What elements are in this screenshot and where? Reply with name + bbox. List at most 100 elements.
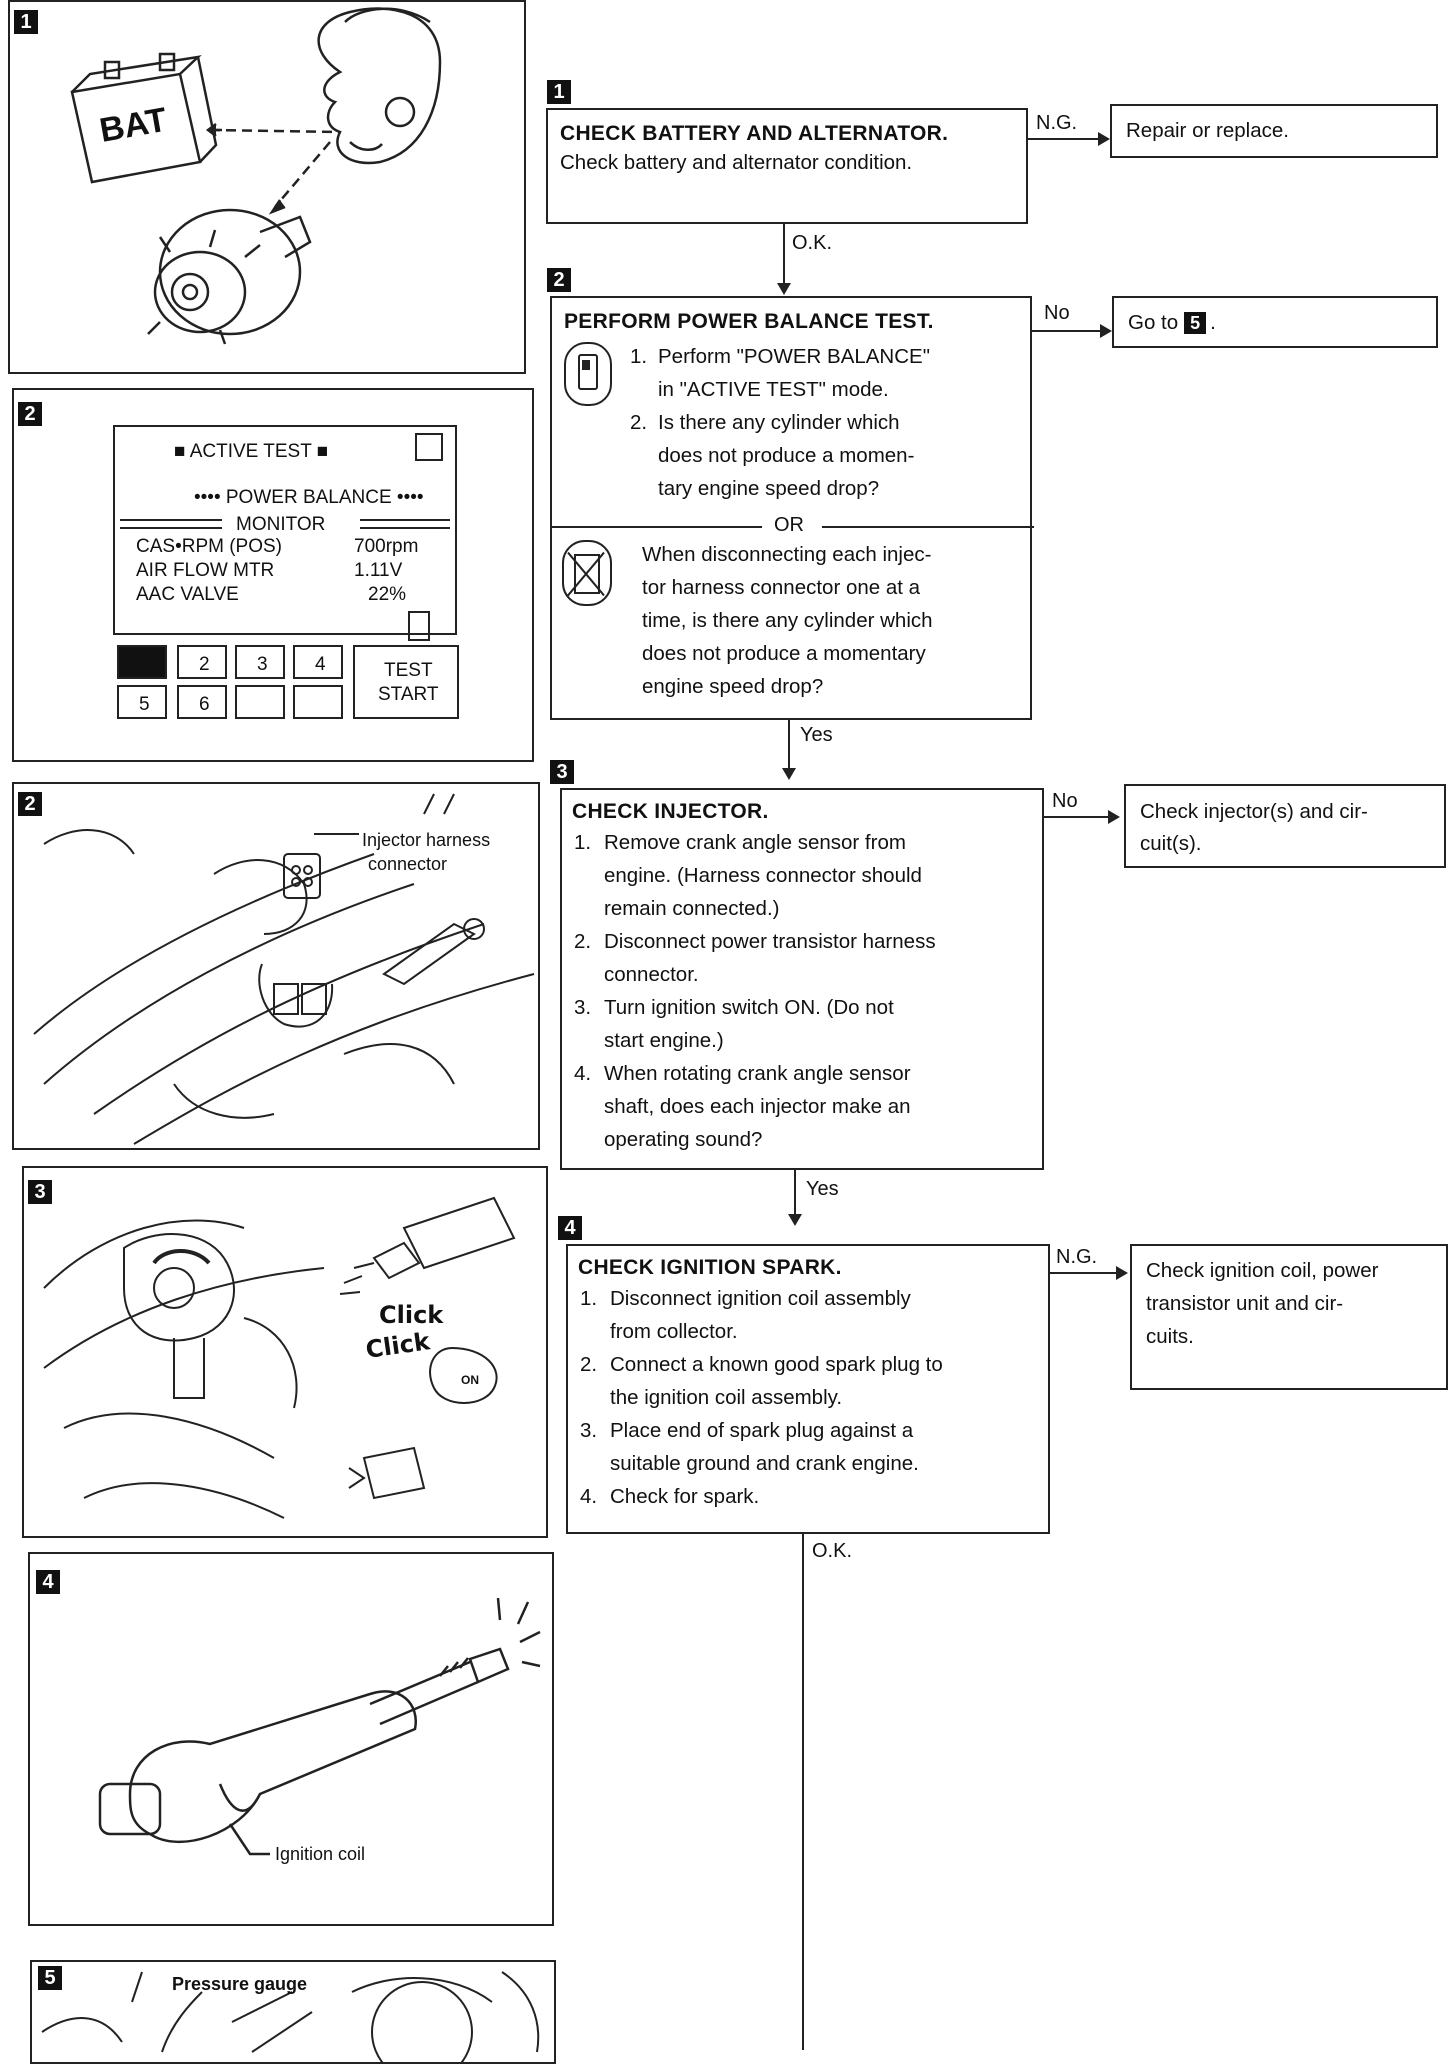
row-value-aac: 22% xyxy=(368,584,406,605)
step4-badge: 4 xyxy=(558,1216,582,1240)
step1-fail-line xyxy=(1028,138,1106,140)
screen-monitor: MONITOR xyxy=(236,514,325,535)
battery-label: BAT xyxy=(97,101,170,150)
ignition-coil-illustration: Ignition coil xyxy=(98,1597,541,1864)
figure-badge: 1 xyxy=(14,10,38,34)
step2-item: 2. Is there any cylinder which does not … xyxy=(630,411,915,500)
figure-badge: 2 xyxy=(18,402,42,426)
step2-title: PERFORM POWER BALANCE TEST. xyxy=(564,310,934,333)
row-name-cas: CAS•RPM (POS) xyxy=(136,536,282,557)
test-button-2: 2 xyxy=(199,654,210,675)
go-to-text: Go to xyxy=(1128,311,1179,334)
step3-pass-arrow xyxy=(788,1214,802,1226)
step3-item: 2. Disconnect power transistor harness c… xyxy=(574,930,936,986)
step1-title: CHECK BATTERY AND ALTERNATOR. xyxy=(560,122,949,145)
step3-item: 4. When rotating crank angle sensor shaf… xyxy=(574,1062,911,1151)
step4-fail-line xyxy=(1050,1272,1122,1274)
figure-badge: 5 xyxy=(38,1966,62,1990)
step2-alt-line: does not produce a momentary xyxy=(642,642,926,665)
figure-badge: 2 xyxy=(18,792,42,816)
row-name-afm: AIR FLOW MTR xyxy=(136,560,274,581)
test-start-line1: TEST xyxy=(384,660,433,681)
step3-box: CHECK INJECTOR. 1. Remove crank angle se… xyxy=(560,788,1044,1170)
step2-pass-arrow xyxy=(782,768,796,780)
step2-alt-line: engine speed drop? xyxy=(642,675,824,698)
step1-pass-arrow xyxy=(777,283,791,295)
step2-fail-box: Go to 5 . xyxy=(1112,296,1438,348)
row-value-cas: 700rpm xyxy=(354,536,418,557)
step4-fail-box: Check ignition coil, power transistor un… xyxy=(1130,1244,1448,1390)
screen-title: ■ ACTIVE TEST ■ xyxy=(174,441,328,462)
go-to-suffix: . xyxy=(1210,311,1216,334)
consult-icon xyxy=(564,342,612,406)
test-button-5: 5 xyxy=(139,694,150,715)
step1-fail-label: N.G. xyxy=(1036,112,1078,134)
step2-alt-line: time, is there any cylinder which xyxy=(642,609,933,632)
injector-harness-label-1: Injector harness xyxy=(362,830,490,850)
no-tools-icon xyxy=(562,540,612,606)
step2-item: 1. Perform "POWER BALANCE" in "ACTIVE TE… xyxy=(630,345,930,401)
figure-injector-click: 3 Click Click ON xyxy=(22,1166,548,1538)
step2-fail-label: No xyxy=(1044,302,1070,324)
crank-angle-sensor-illustration: Click Click ON xyxy=(43,1196,516,1519)
step1-fail-box: Repair or replace. xyxy=(1110,104,1438,158)
figure-badge: 3 xyxy=(28,1180,52,1204)
test-button-4: 4 xyxy=(315,654,326,675)
step2-pass-line xyxy=(788,720,790,772)
row-name-aac: AAC VALVE xyxy=(136,584,239,605)
step4-fail-action-line: cuits. xyxy=(1146,1325,1194,1348)
figure-pressure-gauge: 5 Pressure gauge xyxy=(30,1960,556,2064)
step2-alt-line: tor harness connector one at a xyxy=(642,576,921,599)
figure-battery-alternator: 1 BAT xyxy=(8,0,526,374)
ignition-coil-label: Ignition coil xyxy=(275,1844,365,1864)
step3-fail-action-line: cuit(s). xyxy=(1140,832,1202,855)
figure-badge: 4 xyxy=(36,1570,60,1594)
step4-item: 4. Check for spark. xyxy=(580,1485,760,1508)
step4-pass-label: O.K. xyxy=(812,1540,853,1562)
step4-fail-arrow xyxy=(1116,1266,1128,1280)
step2-alt-line: When disconnecting each injec- xyxy=(642,543,932,566)
step4-pass-line xyxy=(802,1534,804,2050)
step4-item: 3. Place end of spark plug against a sui… xyxy=(580,1419,919,1475)
go-to-badge[interactable]: 5 xyxy=(1184,312,1207,334)
pressure-gauge-illustration: Pressure gauge xyxy=(41,1971,540,2062)
step3-fail-box: Check injector(s) and cir- cuit(s). xyxy=(1124,784,1446,868)
click-text-1: Click xyxy=(379,1301,444,1329)
step3-fail-label: No xyxy=(1052,790,1078,812)
test-button-3: 3 xyxy=(257,654,268,675)
step4-fail-label: N.G. xyxy=(1056,1246,1098,1268)
figure-injector-harness: 2 Injector harness connector xyxy=(12,782,540,1150)
step2-box: PERFORM POWER BALANCE TEST. 1. Perform "… xyxy=(550,296,1034,720)
click-text-2: Click xyxy=(364,1327,433,1364)
test-start-line2: START xyxy=(378,684,439,705)
step2-fail-arrow xyxy=(1100,324,1112,338)
key-on-label: ON xyxy=(461,1373,479,1387)
step1-text: Check battery and alternator condition. xyxy=(560,151,913,174)
step1-fail-action: Repair or replace. xyxy=(1126,119,1289,142)
step2-badge: 2 xyxy=(547,268,571,292)
engine-illustration: Injector harness connector xyxy=(33,793,535,1145)
step3-pass-line xyxy=(794,1170,796,1218)
battery-alternator-illustration: BAT xyxy=(70,7,442,345)
or-divider-right xyxy=(822,526,1034,528)
consult-screen: ■ ACTIVE TEST ■ •••• POWER BALANCE •••• … xyxy=(113,425,459,719)
step3-fail-arrow xyxy=(1108,810,1120,824)
step3-badge: 3 xyxy=(550,760,574,784)
step4-fail-action-line: transistor unit and cir- xyxy=(1146,1292,1344,1315)
step1-badge: 1 xyxy=(547,80,571,104)
screen-subtitle: •••• POWER BALANCE •••• xyxy=(194,487,424,508)
step4-fail-action-line: Check ignition coil, power xyxy=(1146,1259,1379,1282)
or-label: OR xyxy=(774,514,804,536)
step4-item: 1. Disconnect ignition coil assembly fro… xyxy=(580,1287,911,1343)
step1-fail-arrow xyxy=(1098,132,1110,146)
step3-fail-action-line: Check injector(s) and cir- xyxy=(1140,800,1368,823)
or-divider-left xyxy=(552,526,762,528)
step1-pass-label: O.K. xyxy=(792,232,833,254)
step3-fail-line xyxy=(1044,816,1114,818)
step3-item: 3. Turn ignition switch ON. (Do not star… xyxy=(574,996,894,1052)
step2-pass-label: Yes xyxy=(800,724,833,746)
step3-pass-label: Yes xyxy=(806,1178,839,1200)
step3-item: 1. Remove crank angle sensor from engine… xyxy=(574,831,922,920)
step3-title: CHECK INJECTOR. xyxy=(572,800,769,823)
step4-title: CHECK IGNITION SPARK. xyxy=(578,1256,842,1279)
